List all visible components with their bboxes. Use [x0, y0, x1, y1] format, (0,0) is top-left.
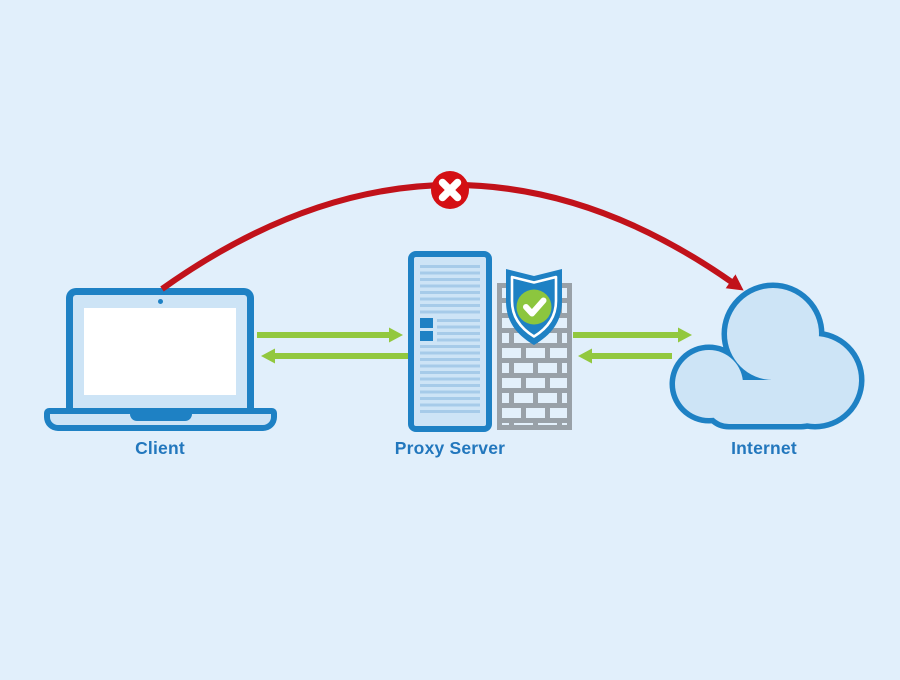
blocked-x-icon [431, 171, 469, 209]
laptop-base [44, 408, 277, 431]
server-slots-top [420, 265, 480, 316]
server-led-block-2 [420, 331, 433, 341]
cloud-icon [669, 282, 865, 430]
shield-checkmark-icon [506, 269, 562, 345]
laptop-camera-dot [158, 299, 163, 304]
laptop-icon [66, 288, 254, 415]
proxy-server-label: Proxy Server [394, 438, 506, 458]
server-slots-bottom [420, 345, 480, 413]
laptop-notch [129, 414, 192, 421]
server-slots-middle [437, 319, 480, 342]
checkmark-icon [523, 297, 547, 317]
server-rack-icon [408, 251, 492, 432]
client-label: Client [135, 438, 185, 458]
server-led-block-1 [420, 318, 433, 328]
internet-label: Internet [731, 438, 797, 458]
laptop-screen-display [84, 308, 236, 395]
